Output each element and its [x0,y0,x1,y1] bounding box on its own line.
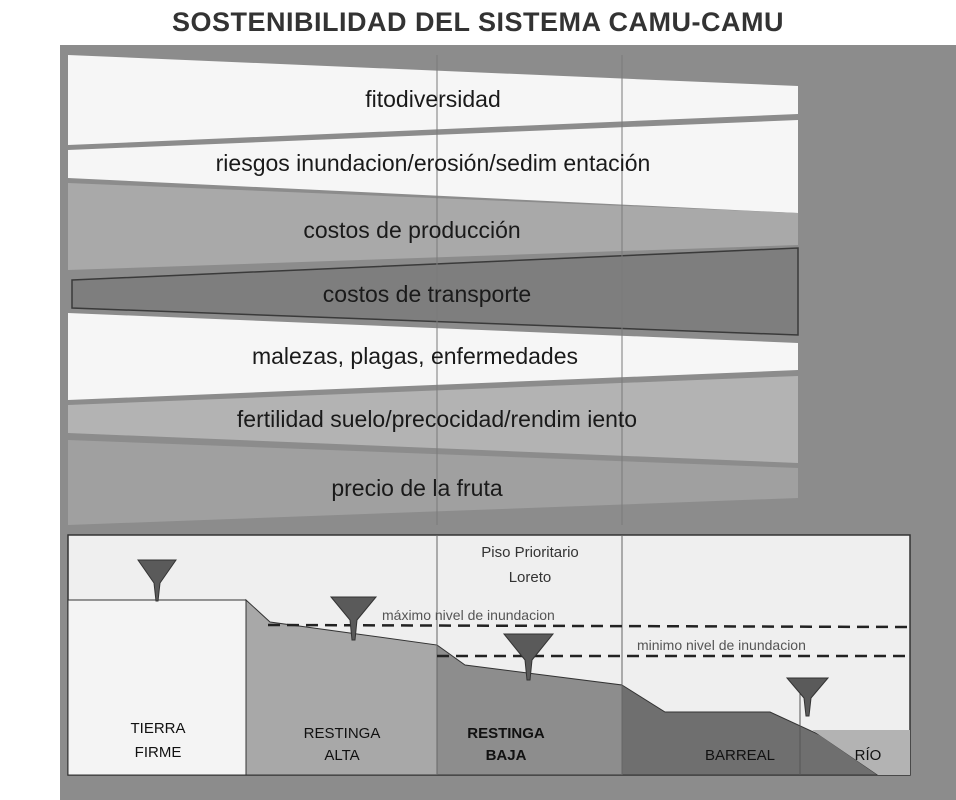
tree-icon [137,559,177,602]
band-riesgos [68,120,798,213]
band-costos-produccion [68,183,798,270]
zone-label-restinga-baja: BAJA [486,747,527,764]
zone-label-rio: RÍO [855,747,882,764]
band-malezas [68,313,798,400]
zone-label-restinga-alta: RESTINGA [304,725,381,742]
band-label: fertilidad suelo/precocidad/rendim iento [237,406,637,432]
band-label: costos de transporte [323,281,531,307]
tree-icon [785,677,830,717]
priority-zone-region: Loreto [509,569,552,586]
min-flood-label: minimo nivel de inundacion [637,637,806,653]
terrain-tierra-firme [67,599,247,776]
max-flood-line [267,623,911,629]
zone-label-barreal: BARREAL [705,747,775,764]
band-fitodiversidad [68,55,798,145]
band-label: malezas, plagas, enfermedades [252,343,578,369]
priority-zone-label: Piso Prioritario [481,544,579,561]
band-precio [68,440,798,525]
band-label: fitodiversidad [365,86,501,112]
band-costos-transporte [71,247,799,336]
zone-label-restinga-baja: RESTINGA [467,725,545,742]
max-flood-label: máximo nivel de inundacion [382,607,555,623]
band-label: costos de producción [303,217,520,243]
tree-icon [329,596,378,641]
zone-label-restinga-alta: ALTA [324,747,359,764]
band-label: riesgos inundacion/erosión/sedim entació… [216,150,651,176]
band-fertilidad [68,376,798,463]
band-label: precio de la fruta [331,475,503,501]
terrain-rio [812,730,910,775]
diagram-title: SOSTENIBILIDAD DEL SISTEMA CAMU-CAMU [172,7,784,37]
zone-label-tierra-firme: TIERRA [130,720,185,737]
zone-label-tierra-firme: FIRME [135,744,182,761]
tree-icon [502,633,555,681]
